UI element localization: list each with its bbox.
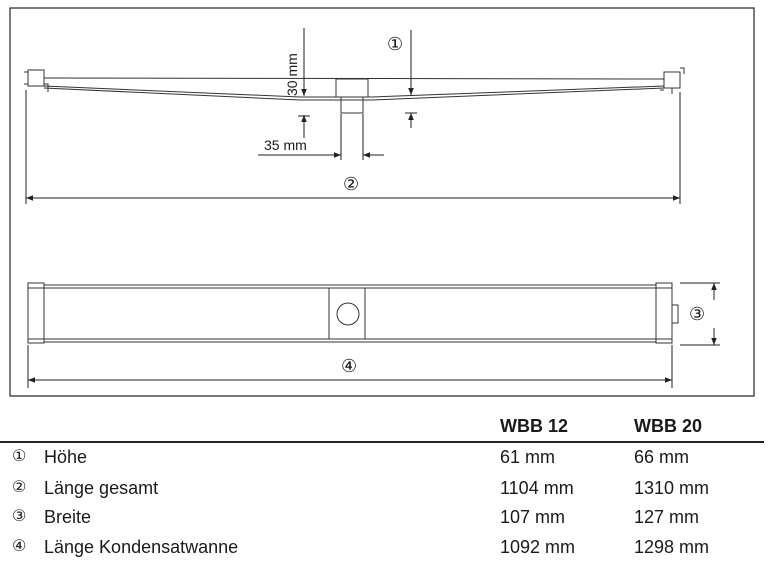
dimension-drawing: 30 mm 35 mm ① ② [9,7,755,397]
row-label: Höhe [44,447,88,467]
row-marker: ② [12,479,27,496]
tray-bottom-right [371,85,665,98]
marker-1-drawing: ① [387,34,403,55]
table-row: ② Länge gesamt 1104 mm 1310 mm [0,475,768,505]
top-right-endcap [655,282,673,344]
dim-35mm [258,114,384,160]
dim-width [680,282,720,346]
row-label: Länge Kondensatwanne [44,537,239,557]
tray-bottom-left [43,85,301,98]
dim-30mm-label: 30 mm [284,53,300,96]
row-value-wbb12: 1092 mm [500,537,576,557]
top-left-endcap [27,282,45,344]
dim-30mm [298,28,310,138]
dim-height [405,30,417,128]
row-value-wbb12: 1104 mm [500,478,574,498]
side-left-endcap [27,69,45,87]
table-row: ④ Länge Kondensatwanne 1092 mm 1298 mm [0,534,768,564]
row-label: Breite [44,507,92,527]
row-marker: ① [12,448,27,465]
row-marker: ③ [12,508,27,525]
row-marker: ④ [12,538,27,555]
dim-tray-length [27,345,673,388]
marker-3-drawing: ③ [689,304,705,325]
row-value-wbb20: 1310 mm [634,478,710,498]
header-wbb20: WBB 20 [634,416,703,436]
row-label: Länge gesamt [44,478,159,498]
center-drain [335,78,369,98]
row-value-wbb20: 66 mm [634,447,690,467]
side-right-endcap [663,71,681,89]
marker-4-drawing: ④ [341,356,357,377]
header-wbb12: WBB 12 [500,416,569,436]
row-value-wbb20: 127 mm [634,507,700,527]
dim-total-length [25,90,681,204]
drawing-frame [9,7,755,397]
row-value-wbb12: 61 mm [500,447,556,467]
side-view [24,67,685,114]
marker-2-drawing: ② [343,174,359,195]
row-value-wbb12: 107 mm [500,507,566,527]
dim-35mm-label: 35 mm [264,137,307,153]
header-divider [0,441,764,443]
top-view [27,282,679,344]
table-row: ① Höhe 61 mm 66 mm [0,444,768,474]
row-value-wbb20: 1298 mm [634,537,710,557]
drain-hole [336,302,360,326]
table-row: ③ Breite 107 mm 127 mm [0,504,768,534]
